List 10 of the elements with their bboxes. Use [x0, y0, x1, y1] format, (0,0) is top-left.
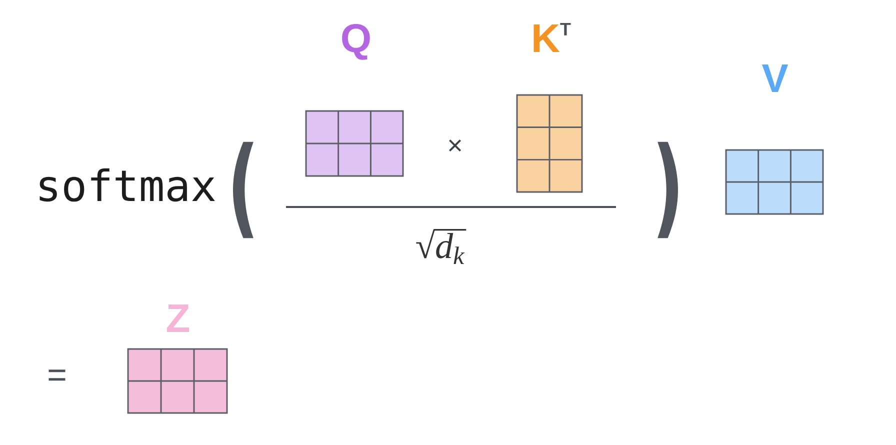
- matrix-label: Q: [342, 24, 370, 60]
- matrix-label: Z: [166, 304, 190, 332]
- function-name: softmax: [40, 168, 215, 202]
- square-root: √d$_{k}$: [416, 229, 466, 264]
- operator-sign: ×: [449, 140, 462, 152]
- parenthesis: (: [233, 142, 254, 238]
- matrix-label: V: [762, 64, 788, 92]
- matrix-label: K$^{T}$: [534, 22, 571, 52]
- operator-sign: =: [48, 370, 66, 381]
- parenthesis: ): [658, 142, 678, 238]
